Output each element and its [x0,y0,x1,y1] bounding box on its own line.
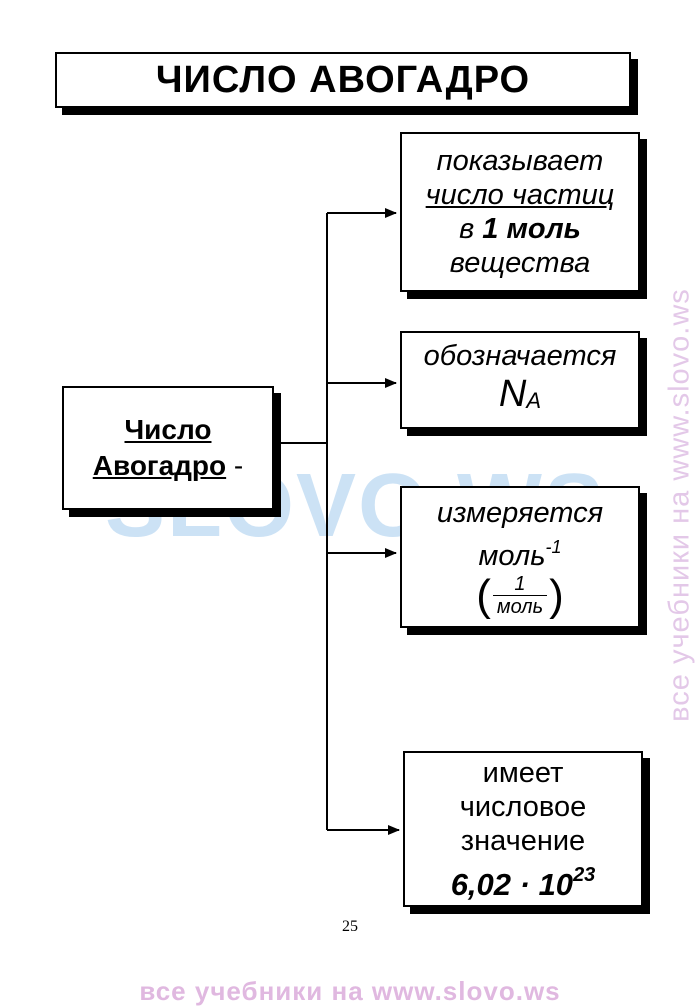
main-term-line1: Число [124,414,212,445]
box-numeric-value: имеет числовое значение 6,02 · 1023 [403,751,643,907]
unit-fraction: ( 1 моль ) [476,570,564,620]
avogadro-value: 6,02 · 1023 [450,864,596,902]
value-line1: имеет [482,757,564,789]
avogadro-symbol: NA [498,372,542,415]
watermark-bottom: все учебники на www.slovo.ws [139,976,561,1006]
box-shows-particles: показывает число частиц в 1 моль веществ… [400,132,640,292]
denoted-line1: обозначается [423,339,617,372]
shows-line1: показывает [436,145,604,177]
box-measured: измеряется моль-1 ( 1 моль ) [400,486,640,628]
title-box: ЧИСЛО АВОГАДРО [55,52,631,108]
fraction-numerator: 1 [514,573,526,595]
shows-line4: вещества [449,247,591,279]
value-line2: числовое [459,791,587,823]
measured-line1: измеряется [436,497,604,529]
main-term-dash: - [233,450,244,481]
box-denoted: обозначается NA [400,331,640,429]
value-line3: значение [460,825,586,857]
shows-line3: в 1 моль [459,213,581,245]
fraction-denominator: моль [492,595,548,618]
page-number: 25 [342,918,358,935]
measured-unit: моль-1 [478,537,562,572]
page-title: ЧИСЛО АВОГАДРО [155,58,531,101]
main-term-line2: Авогадро - [92,450,244,481]
main-concept-box: Число Авогадро - [62,386,274,510]
shows-line2: число частиц [425,179,615,211]
